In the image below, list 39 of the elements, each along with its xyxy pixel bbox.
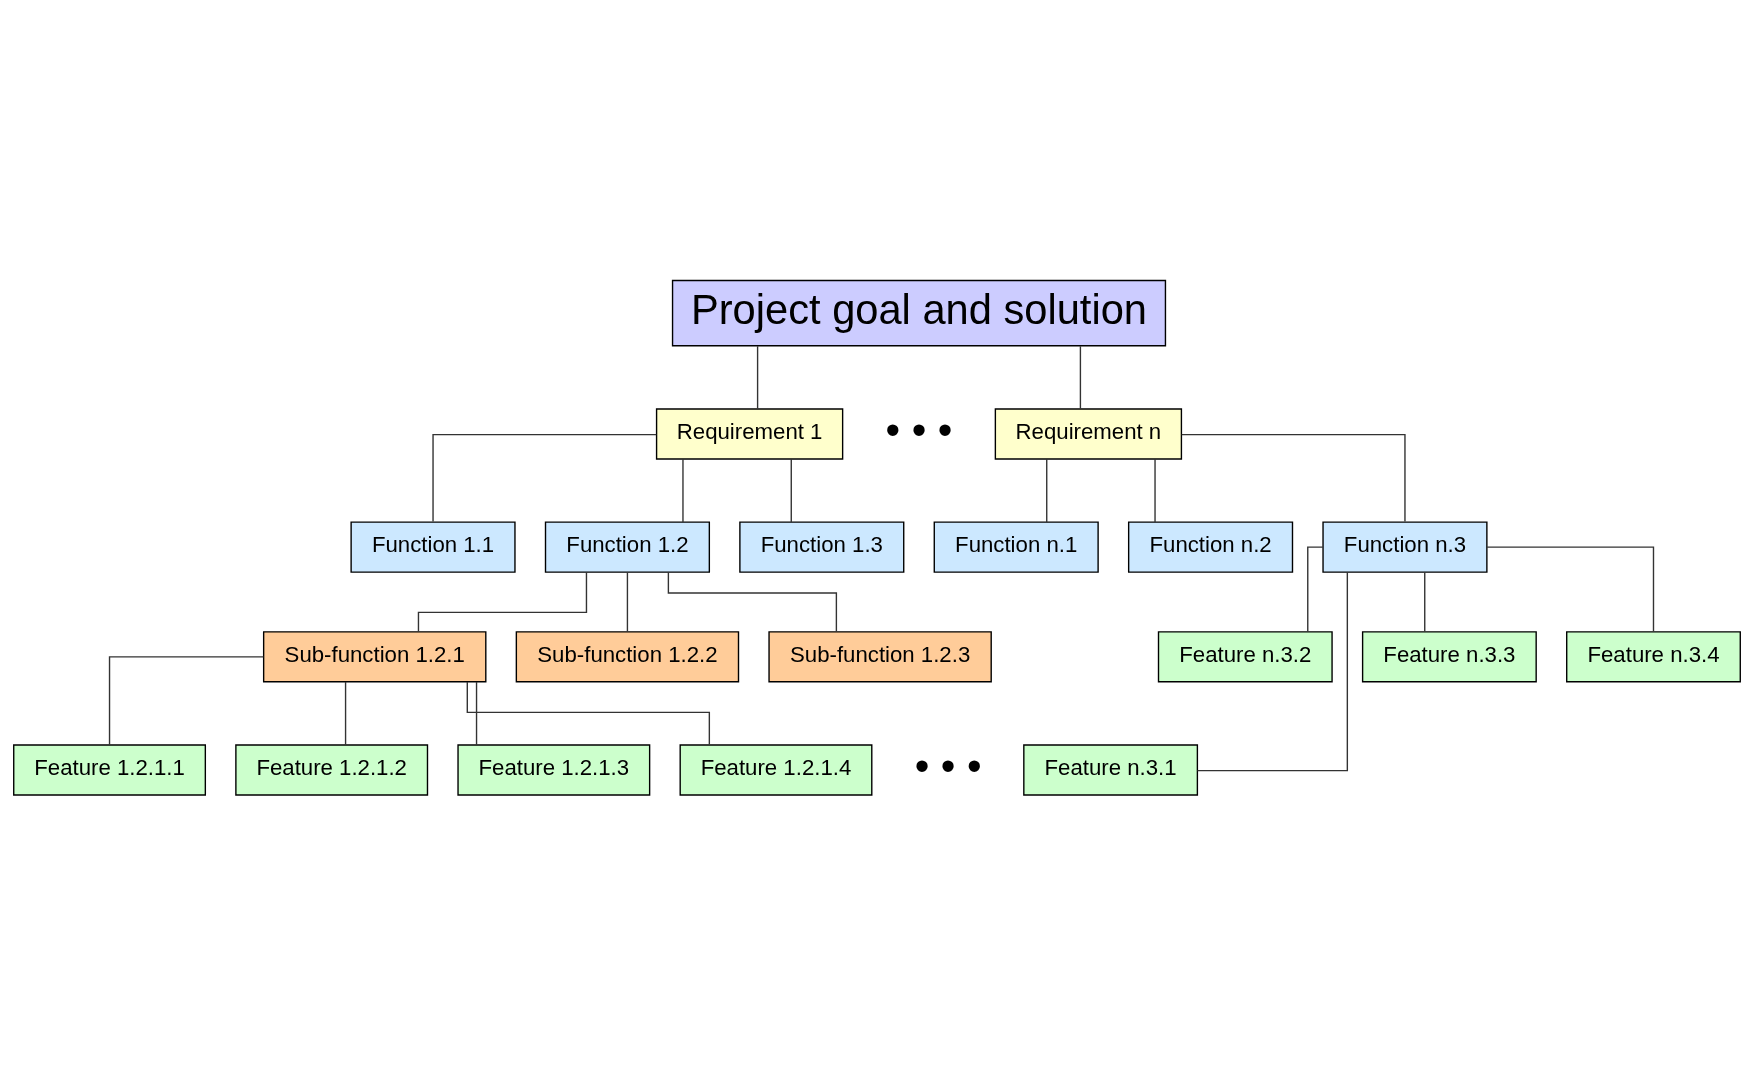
node-box: Feature n.3.1 [1023,744,1199,796]
connector [1079,345,1082,410]
node-box: Sub-function 1.2.2 [515,631,740,683]
node-box: Requirement 1 [655,408,844,460]
node-box: Feature 1.2.1.1 [13,744,207,796]
connector [466,681,711,746]
connector [1307,546,1324,633]
node-box: Feature 1.2.1.4 [679,744,873,796]
node-box: Feature n.3.2 [1157,631,1333,683]
connector [626,571,629,633]
node-box: Sub-function 1.2.1 [262,631,487,683]
connector [756,345,759,410]
connector [1196,571,1349,772]
connector [432,433,658,523]
node-box: Function n.2 [1127,521,1294,573]
connector [475,681,478,746]
connector [344,681,347,746]
node-box: Feature n.3.3 [1361,631,1537,683]
node-box: Feature 1.2.1.3 [457,744,651,796]
node-box: Sub-function 1.2.3 [768,631,992,683]
node-box: Feature 1.2.1.2 [235,744,429,796]
node-box: Function n.3 [1322,521,1488,573]
node-box: Feature n.3.4 [1566,631,1741,683]
node-box: Project goal and solution [671,279,1167,347]
connector [108,656,265,746]
node-box: Function 1.2 [544,521,711,573]
label: • • • [914,742,982,790]
connector [1154,458,1156,523]
connector [1180,433,1406,523]
connector [1046,458,1048,523]
node-box: Function 1.3 [739,521,905,573]
connector [1486,546,1655,633]
connector [790,458,792,523]
node-box: Function n.1 [933,521,1099,573]
connector [1424,571,1426,633]
connector [682,458,684,523]
node-box: Requirement n [994,408,1183,460]
label: • • • [885,406,953,454]
node-box: Function 1.1 [350,521,516,573]
